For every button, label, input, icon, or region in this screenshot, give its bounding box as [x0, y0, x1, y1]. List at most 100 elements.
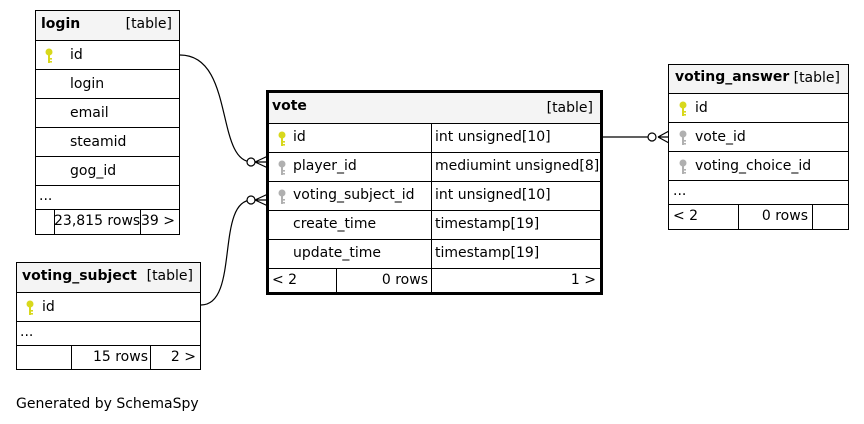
- generator-credit: Generated by SchemaSpy: [16, 396, 199, 412]
- divider: [431, 269, 432, 292]
- column-name: id: [70, 47, 83, 63]
- ellipsis: ...: [673, 183, 687, 199]
- relation-login-vote: [179, 54, 253, 163]
- table-voting-subject[interactable]: voting_subject [table] id ... 15 rows 2 …: [16, 262, 201, 370]
- table-header: [17, 263, 200, 292]
- table-footer: 23,815 rows 39 >: [36, 209, 179, 234]
- children-link[interactable]: 39 >: [141, 213, 175, 229]
- primary-key-icon: [26, 300, 34, 315]
- divider: [431, 182, 432, 211]
- column-name: vote_id: [695, 129, 746, 145]
- divider: [140, 210, 141, 234]
- column-row[interactable]: gog_id: [36, 156, 179, 186]
- foreign-key-icon: [278, 189, 286, 204]
- column-row[interactable]: vote_id: [669, 122, 848, 152]
- column-type: timestamp[19]: [435, 245, 540, 261]
- optional-marker-answer: [647, 132, 657, 142]
- optional-marker-subject: [246, 195, 256, 205]
- table-type: [table]: [793, 70, 840, 86]
- column-name: voting_choice_id: [695, 158, 812, 174]
- column-type: int unsigned[10]: [435, 129, 551, 145]
- row-count: 0 rows: [381, 272, 428, 288]
- crowsfoot-player: [254, 155, 269, 169]
- row-count: 23,815 rows: [54, 213, 141, 229]
- row-count: 15 rows: [92, 349, 148, 365]
- column-row[interactable]: update_time timestamp[19]: [269, 239, 600, 269]
- foreign-key-icon: [679, 130, 687, 145]
- table-footer: < 2 0 rows 1 >: [269, 268, 600, 292]
- column-name: voting_subject_id: [293, 187, 415, 203]
- column-row[interactable]: id: [17, 292, 200, 322]
- foreign-key-icon: [679, 159, 687, 174]
- table-voting-answer[interactable]: voting_answer [table] id vote_id voting_…: [668, 64, 849, 230]
- table-header: [36, 11, 179, 40]
- relation-voting-subject-vote: [200, 199, 253, 306]
- divider: [812, 205, 813, 229]
- column-name: id: [42, 299, 55, 315]
- divider: [431, 153, 432, 182]
- column-row[interactable]: id: [36, 40, 179, 70]
- column-row[interactable]: steamid: [36, 127, 179, 157]
- column-type: int unsigned[10]: [435, 187, 551, 203]
- parents-link[interactable]: < 2: [272, 272, 298, 288]
- column-row[interactable]: player_id mediumint unsigned[8]: [269, 152, 600, 182]
- divider: [336, 269, 337, 292]
- primary-key-icon: [679, 101, 687, 116]
- ellipsis: ...: [20, 324, 34, 340]
- column-name: create_time: [293, 216, 377, 232]
- table-type: [table]: [125, 16, 172, 32]
- table-header: [669, 65, 848, 93]
- column-row[interactable]: voting_subject_id int unsigned[10]: [269, 181, 600, 211]
- optional-marker-player: [246, 157, 256, 167]
- table-footer: 15 rows 2 >: [17, 345, 200, 369]
- column-type: mediumint unsigned[8]: [435, 158, 600, 174]
- column-name: gog_id: [70, 163, 117, 179]
- table-login[interactable]: login [table] id login email steamid gog…: [35, 10, 180, 235]
- column-name: id: [695, 100, 708, 116]
- column-row[interactable]: create_time timestamp[19]: [269, 210, 600, 240]
- children-link[interactable]: 1 >: [570, 272, 596, 288]
- children-link[interactable]: 2 >: [170, 349, 196, 365]
- more-columns-row: ...: [669, 180, 848, 205]
- table-name: voting_answer: [675, 69, 790, 85]
- column-row[interactable]: id: [669, 93, 848, 123]
- column-name: email: [70, 105, 109, 121]
- column-row[interactable]: email: [36, 98, 179, 128]
- table-name: voting_subject: [22, 268, 137, 284]
- divider: [738, 205, 739, 229]
- more-columns-row: ...: [36, 185, 179, 210]
- divider: [150, 346, 151, 369]
- foreign-key-icon: [278, 160, 286, 175]
- column-name: player_id: [293, 158, 357, 174]
- crowsfoot-subject: [254, 193, 269, 207]
- ellipsis: ...: [39, 188, 53, 204]
- column-row[interactable]: id int unsigned[10]: [269, 123, 600, 153]
- parents-link[interactable]: < 2: [673, 208, 699, 224]
- primary-key-icon: [278, 131, 286, 146]
- column-row[interactable]: voting_choice_id: [669, 151, 848, 181]
- divider: [431, 240, 432, 269]
- table-header: [269, 93, 600, 123]
- column-name: steamid: [70, 134, 127, 150]
- divider: [54, 210, 55, 234]
- divider: [431, 211, 432, 240]
- divider: [431, 124, 432, 153]
- column-type: timestamp[19]: [435, 216, 540, 232]
- table-type: [table]: [146, 268, 193, 284]
- crowsfoot-answer: [657, 130, 670, 144]
- column-name: login: [70, 76, 105, 92]
- column-name: id: [293, 129, 306, 145]
- divider: [71, 346, 72, 369]
- primary-key-icon: [45, 48, 53, 63]
- more-columns-row: ...: [17, 321, 200, 346]
- table-type: [table]: [546, 100, 593, 116]
- table-name: vote: [272, 98, 307, 114]
- table-footer: < 2 0 rows: [669, 204, 848, 229]
- row-count: 0 rows: [761, 208, 808, 224]
- table-vote[interactable]: vote [table] id int unsigned[10] player_…: [266, 90, 603, 295]
- column-name: update_time: [293, 245, 381, 261]
- table-name: login: [41, 16, 81, 32]
- column-row[interactable]: login: [36, 69, 179, 99]
